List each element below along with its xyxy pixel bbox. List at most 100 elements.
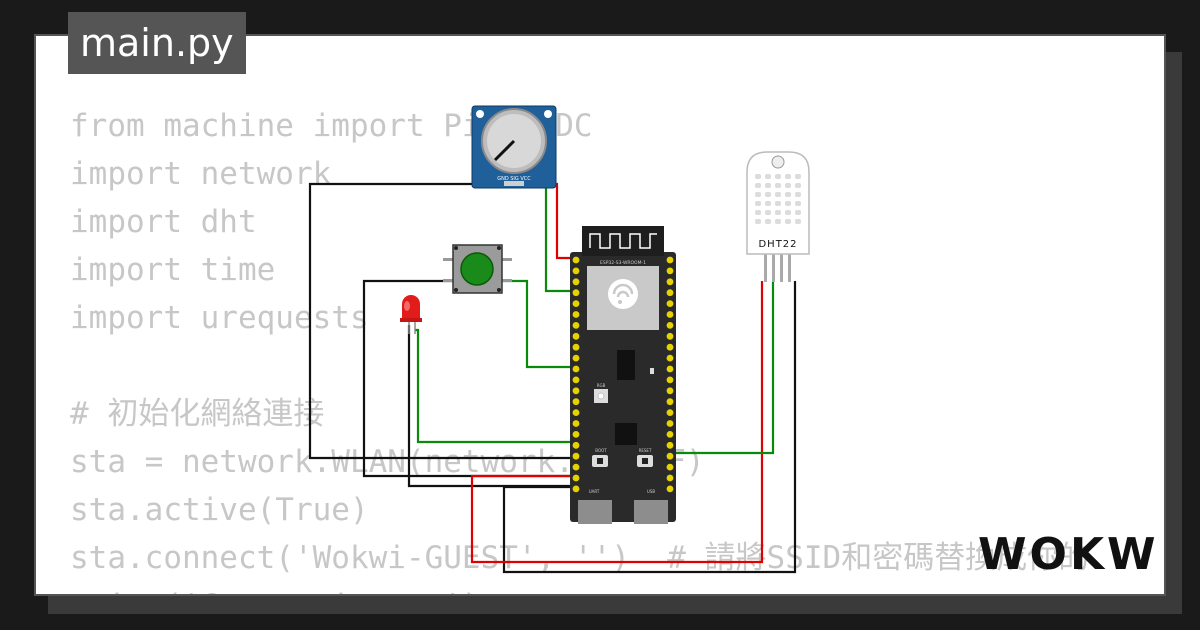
dht-vent-slot [755, 183, 761, 188]
dht-vent-slot [755, 201, 761, 206]
header-pin [666, 452, 674, 460]
header-pin [572, 474, 580, 482]
header-pin [666, 398, 674, 406]
code-line: import time [70, 252, 276, 288]
potentiometer[interactable]: GND SIG VCC [471, 105, 557, 189]
dht-vent-slot [765, 183, 771, 188]
dht-vent-slot [795, 174, 801, 179]
header-pin [666, 332, 674, 340]
dht-vent-slot [775, 174, 781, 179]
header-pin [666, 267, 674, 275]
header-pin [666, 441, 674, 449]
dht-vent-slot [755, 219, 761, 224]
left-pin-header [572, 256, 580, 493]
uart-label: UART [589, 489, 600, 494]
red-led [400, 295, 422, 334]
header-pin [666, 354, 674, 362]
header-pin [572, 452, 580, 460]
dht-vent-slot [785, 192, 791, 197]
header-pin [572, 441, 580, 449]
black-wires [308, 182, 797, 574]
header-pin [666, 256, 674, 264]
header-pin [666, 420, 674, 427]
dht-vent-slot [775, 183, 781, 188]
dht-vent-slot [765, 210, 771, 215]
dht-vent-slot [775, 210, 781, 215]
header-pin [666, 387, 674, 395]
code-line: print('Connecting...') [70, 582, 1089, 594]
dht-vent-slot [755, 210, 761, 215]
green-wires [415, 182, 775, 455]
header-pin [666, 300, 674, 307]
usb-label: USB [647, 489, 655, 494]
header-pin [572, 463, 580, 471]
header-pin [572, 332, 580, 340]
code-line: sta.connect('Wokwi-GUEST', '') # 請將SSID和… [70, 540, 1090, 576]
push-button[interactable] [443, 244, 512, 294]
dht-vent-slot [795, 219, 801, 224]
header-pin [666, 322, 674, 329]
dht22-label: DHT22 [758, 239, 797, 250]
dht-vent-slot [785, 210, 791, 215]
dht-vent-slot [765, 219, 771, 224]
header-pin [666, 431, 674, 438]
dht-vent-slot [785, 183, 791, 188]
dht-vent-slot [775, 219, 781, 224]
header-pin [572, 354, 580, 362]
dht-vent-slot [795, 183, 801, 188]
header-pin [572, 256, 580, 264]
header-pin [666, 463, 674, 471]
dht-vent-slot [765, 201, 771, 206]
header-pin [572, 387, 580, 395]
header-pin [666, 409, 674, 416]
boot-label: BOOT [595, 448, 607, 453]
code-line: sta.active(True) [70, 492, 369, 528]
filename-tab[interactable]: main.py [68, 12, 246, 74]
rgb-label: RGB [597, 383, 606, 388]
header-pin [666, 289, 674, 297]
header-pin [572, 300, 580, 307]
wokwi-logo-text: WOKWi [978, 529, 1158, 580]
dht-vent-slot [775, 192, 781, 197]
header-pin [666, 343, 674, 351]
dht-vent-slot [785, 201, 791, 206]
header-pin [666, 365, 674, 373]
header-pin [666, 474, 674, 482]
button-cap[interactable] [460, 252, 494, 286]
header-pin [572, 267, 580, 275]
header-pin [572, 365, 580, 373]
header-pin [666, 376, 674, 384]
pot-pin-labels: GND SIG VCC [497, 176, 531, 182]
header-pin [572, 343, 580, 351]
right-pin-header [666, 256, 674, 493]
header-pin [666, 311, 674, 318]
header-pin [572, 409, 580, 416]
header-pin [572, 289, 580, 297]
header-pin [572, 376, 580, 384]
knob-indicator [493, 139, 516, 162]
wokwi-logo: WOKWi [978, 529, 1158, 580]
dht-vent-slot [755, 174, 761, 179]
dht-vent-slot [795, 192, 801, 197]
code-line: import dht [70, 204, 257, 240]
usb-port[interactable] [634, 500, 668, 524]
header-pin [572, 420, 580, 427]
header-pin [572, 485, 580, 493]
header-pin [572, 278, 580, 286]
dht-vent-slot [755, 192, 761, 197]
header-pin [666, 278, 674, 286]
espressif-logo-icon [608, 279, 638, 309]
header-pin [572, 322, 580, 329]
dht22-sensor[interactable]: DHT22 [746, 151, 810, 282]
header-pin [572, 431, 580, 438]
code-line: import network [70, 156, 332, 192]
dht-vent-slot [795, 210, 801, 215]
header-pin [572, 398, 580, 406]
esp32-s3-board[interactable]: ESP32-S3-WROOM-1 RGB BOOT RESET UART USB [570, 226, 676, 524]
uart-usb-port[interactable] [578, 500, 612, 524]
dht-vent-slot [785, 219, 791, 224]
dht-vent-slot [765, 174, 771, 179]
dht-vent-slot [775, 201, 781, 206]
